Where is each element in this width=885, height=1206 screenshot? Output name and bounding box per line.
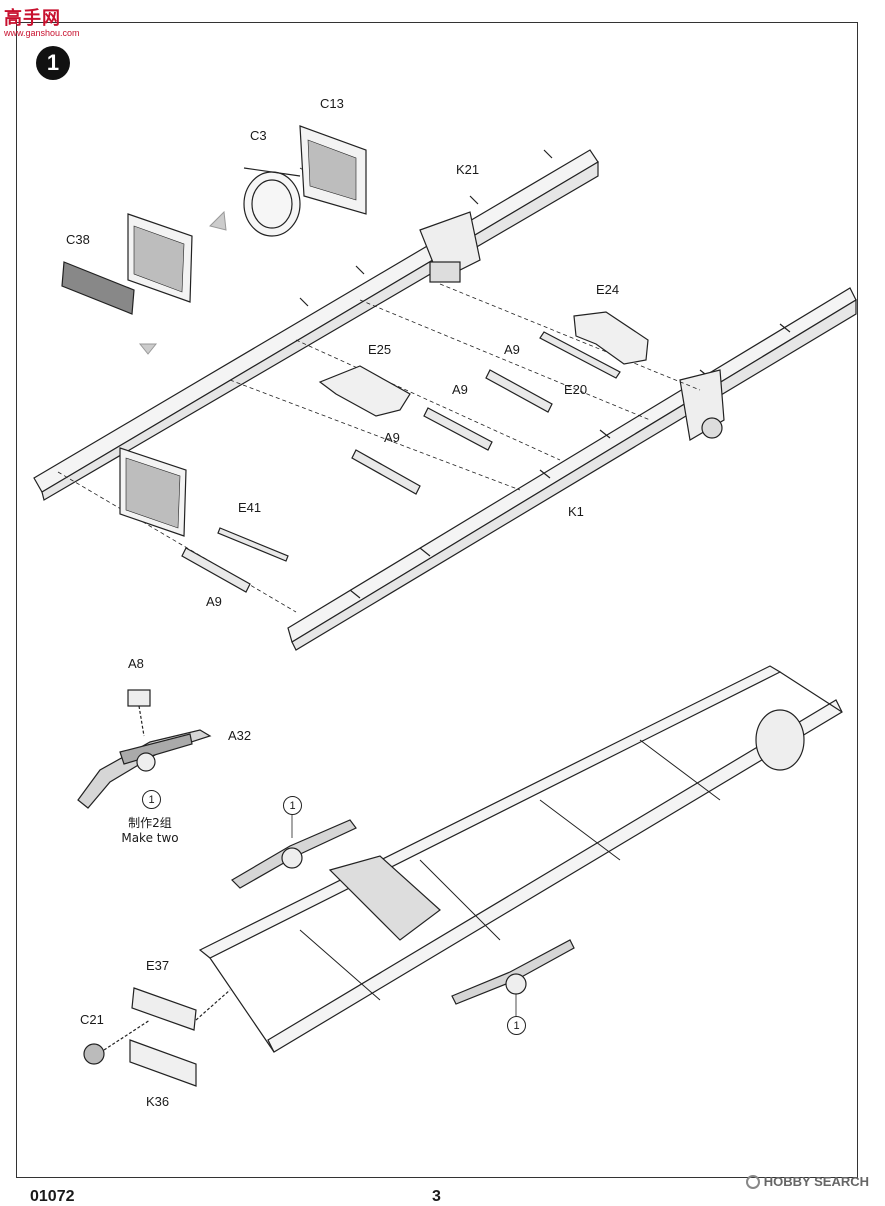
part-label-c3: C3 [250, 128, 267, 143]
part-label-c13: C13 [320, 96, 344, 111]
site-logo: 高手网 www.ganshou.com [4, 4, 80, 38]
step-number-badge: 1 [36, 46, 70, 80]
watermark-text: HOBBY SEARCH [763, 1174, 869, 1189]
part-label-e25: E25 [368, 342, 392, 357]
rod-a9-drawings [181, 369, 553, 593]
bracket-e24-drawing [573, 311, 649, 365]
front-spring-callout: 1 [283, 796, 302, 815]
site-url: www.ganshou.com [4, 28, 80, 38]
part-label-c21: C21 [80, 1012, 104, 1027]
part-label-a8: A8 [128, 656, 144, 671]
part-label-c38: C38 [66, 232, 90, 247]
part-label-k21: K21 [456, 162, 480, 177]
assembled-chassis-drawing [83, 665, 843, 1087]
radiator-c13-drawing [299, 125, 367, 215]
part-label-e20: E20 [564, 382, 588, 397]
part-label-a9-lower: A9 [384, 430, 400, 445]
subassembly-callout: 1 [142, 790, 161, 809]
part-label-e24: E24 [596, 282, 620, 297]
part-label-a9-bottom: A9 [206, 594, 222, 609]
leaf-spring-subassembly-drawing [77, 689, 212, 809]
make-two-note: 制作2组 Make two [110, 816, 190, 846]
direction-arrow-icons [138, 210, 227, 355]
part-label-a32: A32 [228, 728, 252, 743]
frame-rail-right-drawing [287, 287, 857, 651]
part-label-a9-top: A9 [504, 342, 520, 357]
part-label-e41: E41 [238, 500, 262, 515]
part-label-a9-middle: A9 [452, 382, 468, 397]
page-frame [16, 22, 858, 1178]
watermark-icon [745, 1174, 760, 1189]
make-two-note-cn: 制作2组 [128, 816, 172, 830]
site-name: 高手网 [4, 8, 61, 29]
frame-rail-left-drawing [33, 149, 599, 501]
watermark: HOBBY SEARCH [745, 1174, 869, 1189]
make-two-note-en: Make two [121, 831, 179, 845]
rear-spring-callout: 1 [507, 1016, 526, 1035]
radiator-front-drawing [119, 447, 187, 537]
part-label-k1: K1 [568, 504, 584, 519]
rod-e41-drawing [217, 527, 289, 562]
fan-shroud-c3-drawing [243, 167, 301, 237]
radiator-c38-drawing [61, 213, 193, 315]
rod-e20-drawing [539, 331, 621, 379]
page-number: 3 [432, 1188, 441, 1205]
part-label-e37: E37 [146, 958, 170, 973]
plate-e25-drawing [318, 365, 411, 417]
kit-code: 01072 [30, 1188, 75, 1205]
part-label-k36: K36 [146, 1094, 170, 1109]
